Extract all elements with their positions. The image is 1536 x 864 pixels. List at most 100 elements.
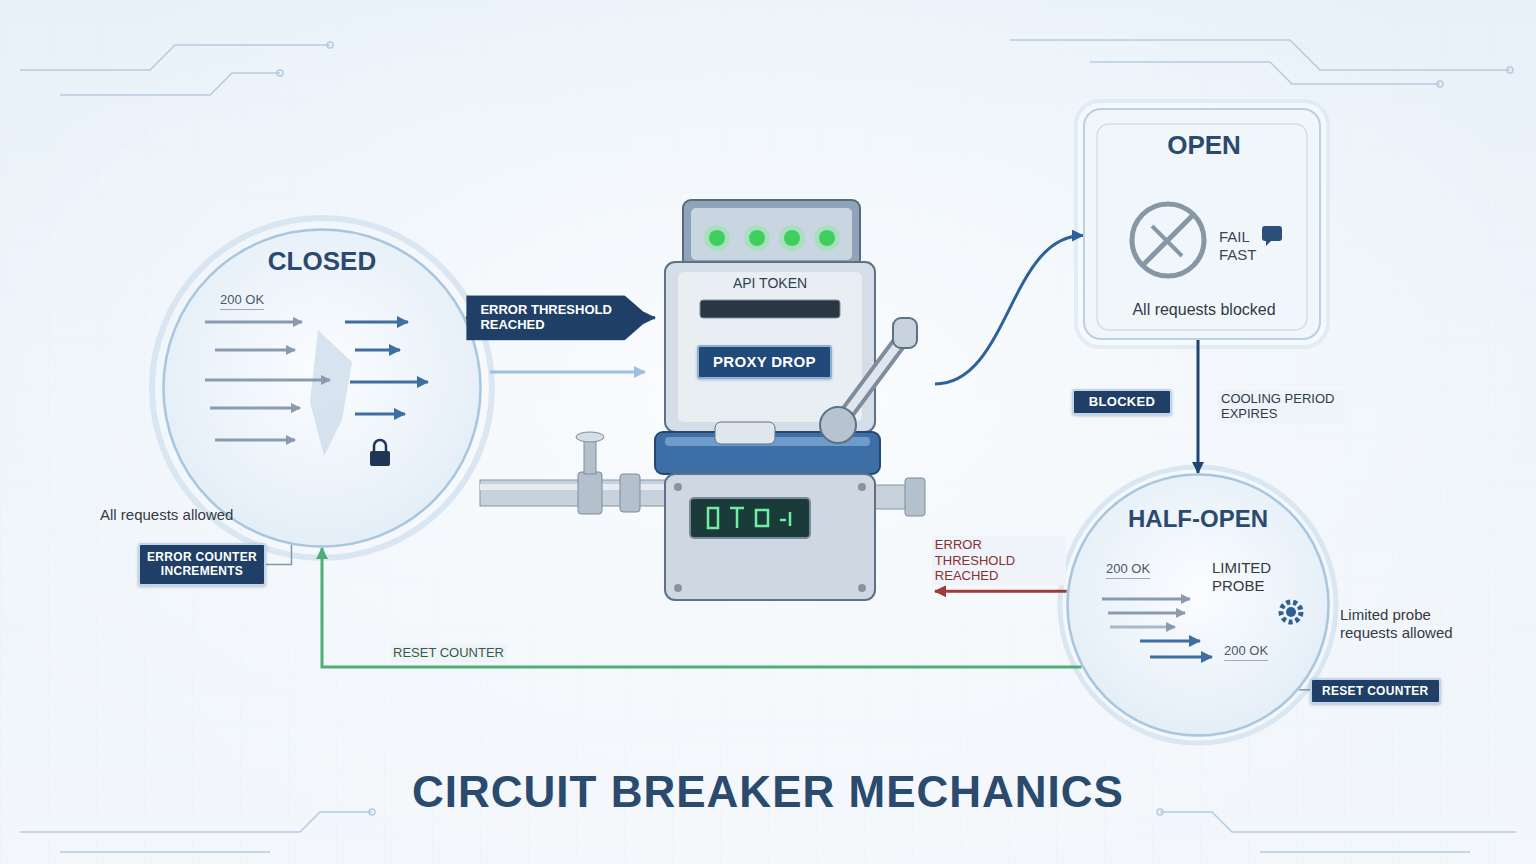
circuit-trace bbox=[60, 73, 280, 95]
proxy-machine bbox=[709, 230, 725, 246]
proxy-machine bbox=[715, 422, 775, 444]
state-circle: CLOSED200 OK bbox=[162, 228, 482, 548]
half-open-disk bbox=[1060, 467, 1336, 743]
circuit-trace bbox=[327, 42, 333, 48]
circuit-trace bbox=[1160, 812, 1516, 832]
open-panel bbox=[1076, 101, 1328, 347]
closed-disk bbox=[310, 330, 352, 456]
probe-arrow bbox=[1110, 626, 1175, 629]
circuit-trace bbox=[1157, 809, 1163, 815]
probe-arrow bbox=[1102, 599, 1212, 657]
probe-label: LIMITED PROBE bbox=[1212, 559, 1284, 595]
proxy-machine bbox=[700, 300, 840, 318]
request-arrow bbox=[215, 439, 295, 442]
circuit-trace bbox=[1437, 81, 1443, 87]
leader-line bbox=[266, 545, 291, 564]
circuit-trace bbox=[277, 70, 283, 76]
device-label: API TOKEN bbox=[695, 275, 845, 292]
tag-text: PROXY DROP bbox=[713, 353, 816, 371]
proxy-machine bbox=[665, 474, 875, 600]
proxy-drop-button: PROXY DROP bbox=[697, 345, 832, 379]
tag-text: ERROR COUNTER INCREMENTS bbox=[146, 550, 258, 579]
blocked-icon bbox=[1152, 226, 1182, 256]
circuit-trace bbox=[369, 809, 375, 815]
gear-icon bbox=[1281, 602, 1301, 622]
leader-line bbox=[1299, 689, 1310, 691]
pipe bbox=[584, 438, 596, 474]
lock-icon bbox=[370, 451, 390, 466]
proxy-machine bbox=[858, 584, 866, 592]
request-arrow bbox=[345, 321, 408, 324]
proxy-machine bbox=[893, 318, 917, 348]
chat-icon bbox=[1262, 226, 1282, 241]
circuit-trace bbox=[20, 45, 330, 70]
lock-icon bbox=[370, 440, 390, 466]
state-title: HALF-OPEN bbox=[1066, 505, 1330, 534]
note-tag: ERROR COUNTER INCREMENTS bbox=[138, 543, 266, 586]
request-arrow bbox=[350, 381, 428, 384]
proxy-machine bbox=[655, 200, 917, 600]
request-arrow bbox=[205, 321, 302, 324]
proxy-machine bbox=[744, 225, 770, 251]
status-code: 200 OK bbox=[1224, 643, 1268, 661]
faint-arrow bbox=[490, 371, 645, 374]
proxy-machine bbox=[691, 208, 852, 260]
chat-icon bbox=[1266, 240, 1272, 246]
proxy-machine bbox=[704, 225, 730, 251]
faint-arrow bbox=[490, 371, 645, 374]
state-circle: HALF-OPEN200 OKLIMITED PROBE200 OK bbox=[1066, 473, 1330, 737]
transition-arrow bbox=[935, 590, 1067, 593]
proxy-machine bbox=[674, 584, 682, 592]
note-tag: RESET COUNTER bbox=[1310, 678, 1441, 704]
proxy-machine bbox=[674, 483, 682, 491]
tag-text: BLOCKED bbox=[1080, 394, 1164, 410]
transition-label: ERROR THRESHOLD REACHED bbox=[932, 536, 1066, 585]
proxy-machine bbox=[858, 483, 866, 491]
probe-arrow bbox=[1108, 612, 1185, 615]
status-code: 200 OK bbox=[220, 292, 264, 310]
threshold-band: ERROR THRESHOLD REACHED bbox=[466, 295, 650, 340]
circuit-trace bbox=[20, 40, 1516, 852]
pipe bbox=[576, 432, 604, 442]
proxy-device: PROXY DROP API TOKEN bbox=[655, 195, 935, 615]
pipe bbox=[620, 474, 640, 512]
closed-disk bbox=[162, 228, 482, 548]
note-text: All requests allowed bbox=[100, 506, 233, 524]
circuit-trace bbox=[1260, 851, 1470, 853]
note-tag: BLOCKED bbox=[1072, 389, 1172, 415]
proxy-machine bbox=[690, 498, 810, 538]
probe-arrow bbox=[1102, 598, 1190, 601]
proxy-machine bbox=[749, 230, 765, 246]
state-description: All requests blocked bbox=[1085, 300, 1323, 319]
request-arrow bbox=[355, 413, 405, 416]
chat-icon bbox=[1262, 226, 1282, 246]
probe-arrow bbox=[1150, 656, 1212, 659]
circuit-trace bbox=[20, 812, 372, 832]
circle-outline bbox=[164, 230, 481, 547]
request-arrow bbox=[205, 379, 330, 382]
transition-label: COOLING PERIOD EXPIRES bbox=[1218, 390, 1344, 423]
note-text: Limited probe requests allowed bbox=[1340, 606, 1475, 642]
state-title: OPEN bbox=[1085, 130, 1323, 161]
proxy-machine bbox=[819, 230, 835, 246]
tag-text: RESET COUNTER bbox=[1322, 684, 1429, 698]
request-arrow bbox=[205, 322, 428, 440]
half-open-disk bbox=[1066, 473, 1330, 737]
request-arrow bbox=[215, 349, 295, 352]
transition-arrow bbox=[935, 236, 1083, 384]
proxy-machine bbox=[708, 508, 790, 528]
pipe bbox=[578, 472, 602, 514]
transition-arrow bbox=[1197, 340, 1200, 473]
proxy-machine bbox=[678, 272, 862, 422]
fail-fast-text: FAIL FAST bbox=[1219, 228, 1279, 264]
request-arrow bbox=[355, 349, 400, 352]
half-open-disk bbox=[1060, 467, 1336, 743]
blocked-icon bbox=[1143, 215, 1193, 265]
circuit-trace bbox=[60, 851, 270, 853]
